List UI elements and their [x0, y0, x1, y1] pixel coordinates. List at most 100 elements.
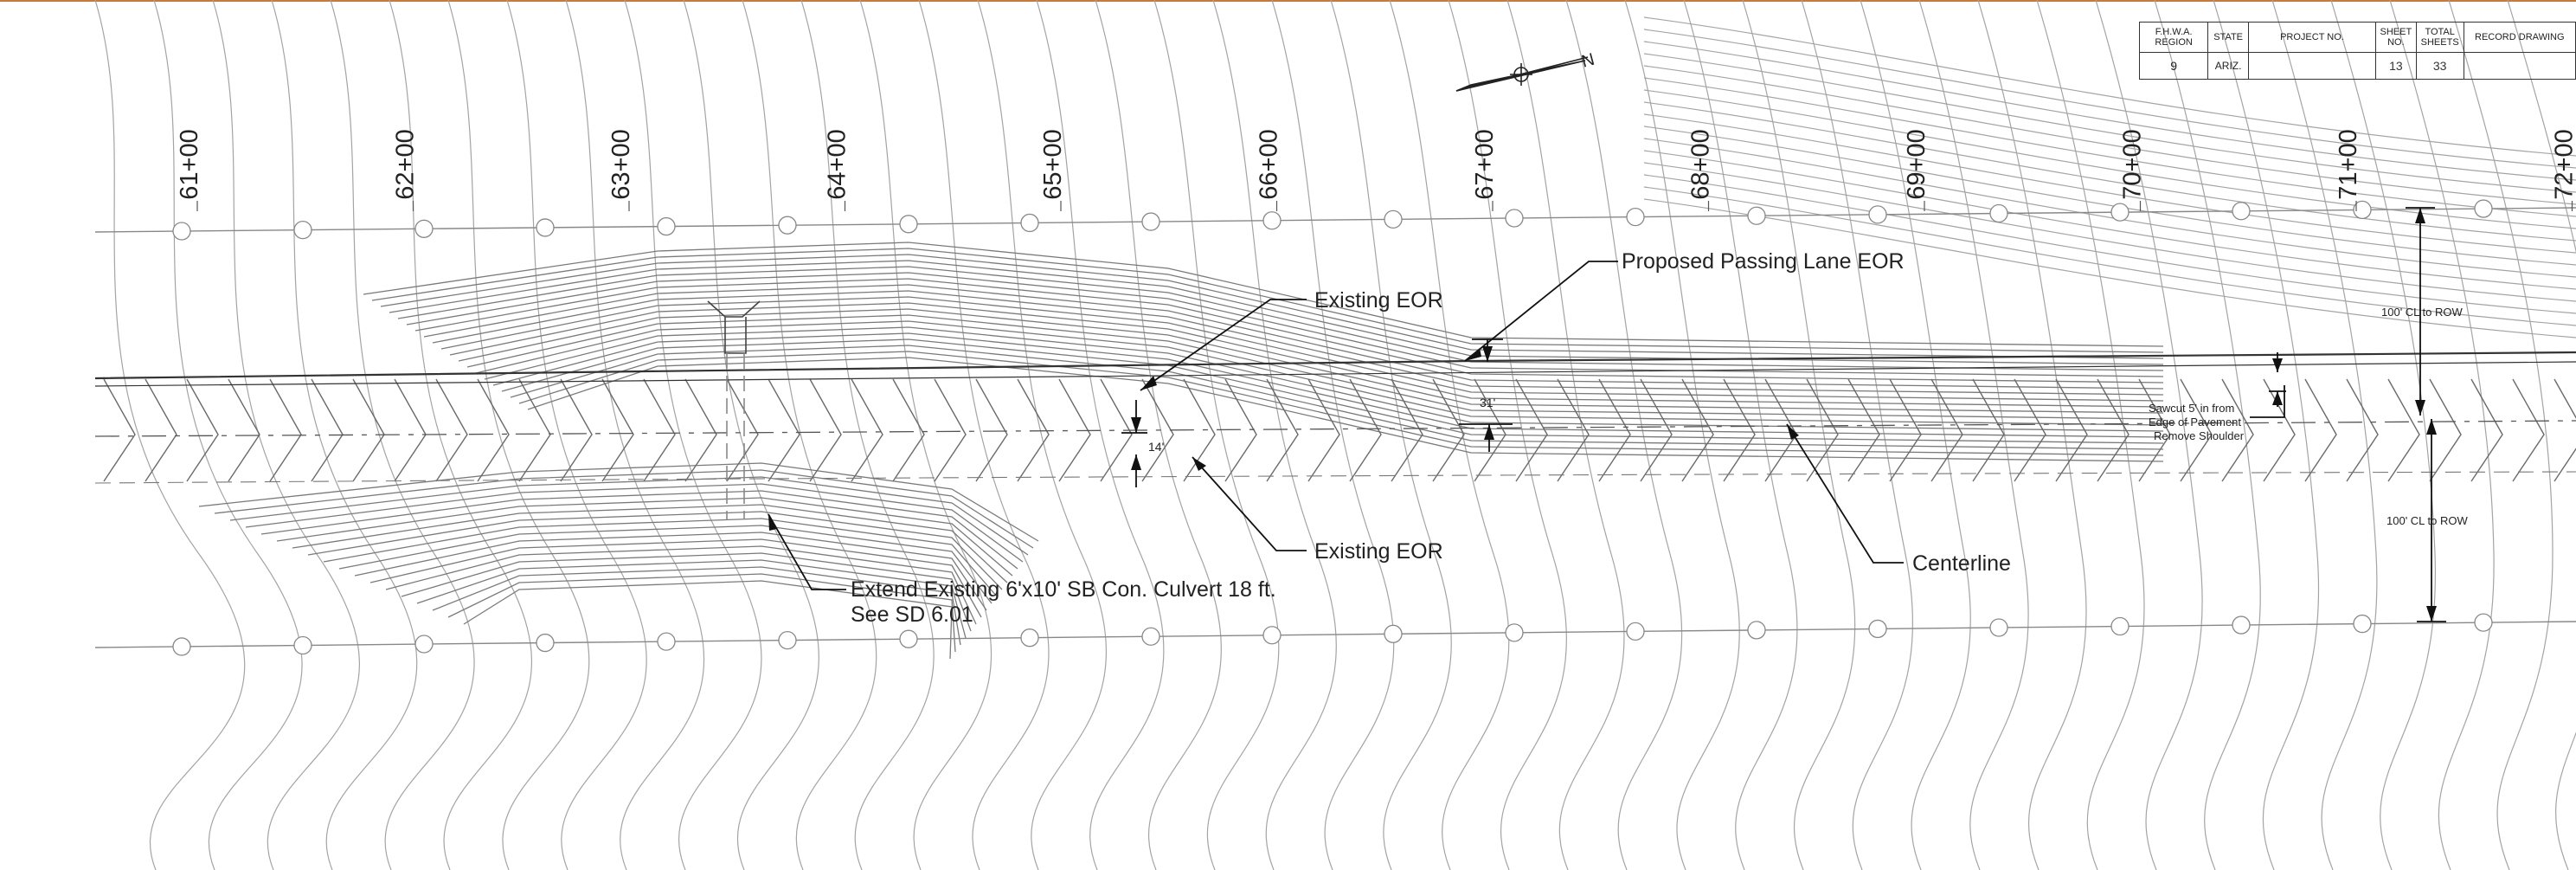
grading-line: [447, 573, 956, 653]
culvert-note-line2: See SD 6.01: [851, 603, 973, 627]
contour-line: [1095, 0, 1222, 870]
grading-line: [501, 338, 2164, 444]
row-marker-south: [1020, 628, 1039, 648]
grading-line: [432, 566, 961, 646]
contour-line: [2330, 0, 2436, 870]
chevron-mark: [2055, 378, 2088, 482]
row-marker-south: [1141, 627, 1160, 646]
chevron-mark: [2554, 378, 2576, 482]
row-marker-south: [657, 632, 676, 651]
title-block-header-sheet: SHEET NO.: [2374, 22, 2417, 53]
chevron-mark: [2304, 378, 2337, 482]
contour-line: [1683, 0, 1798, 870]
row-markers: [172, 199, 2493, 656]
chevron-mark: [1557, 378, 1590, 482]
contour-line: [2154, 0, 2261, 870]
row-line-south: [94, 621, 2576, 648]
north-label: N: [1579, 50, 1596, 72]
chevron-mark: [1723, 378, 1756, 482]
row-marker-south: [1626, 622, 1645, 641]
chevron-mark: [1058, 378, 1091, 482]
centerline: [94, 420, 2576, 437]
chevron-mark: [1432, 378, 1465, 482]
contour-line: [1643, 174, 2576, 314]
chevron-mark: [892, 378, 925, 482]
chevron-mark: [1847, 378, 1880, 482]
chevron-mark: [1640, 378, 1673, 482]
contour-line: [94, 0, 246, 870]
row-marker-south: [1868, 619, 1887, 639]
station-label: 65+00: [1039, 129, 1067, 199]
chevron-mark: [1889, 378, 1922, 482]
grading-line: [423, 284, 2164, 390]
chevron-mark: [2429, 378, 2462, 482]
contour-line: [1643, 162, 2576, 302]
header-region-text: F.H.W.A. REGION: [2155, 27, 2193, 48]
grading-line: [276, 497, 1013, 577]
chevron-mark: [518, 378, 551, 482]
contour-line: [1506, 0, 1625, 870]
grading-line: [307, 511, 1003, 590]
centerline-label: Centerline: [1912, 551, 2011, 576]
chevron-mark: [1307, 378, 1340, 482]
chevron-mark: [2387, 378, 2420, 482]
station-label: 70+00: [2119, 129, 2147, 199]
grading-line: [245, 483, 1024, 563]
chevron-mark: [2512, 378, 2545, 482]
row-marker-north: [1020, 213, 1039, 233]
title-block-project: [2247, 52, 2376, 80]
chevron-mark: [2263, 378, 2296, 482]
title-block-header-region: F.H.W.A. REGION: [2138, 22, 2209, 53]
contour-line: [742, 0, 877, 870]
chevron-mark: [311, 378, 344, 482]
row-marker-north: [2474, 199, 2493, 218]
chevron-mark: [809, 378, 842, 482]
chevron-mark: [477, 378, 510, 482]
contour-line: [800, 0, 935, 870]
grading-line: [198, 462, 1039, 542]
chevron-mark: [1972, 378, 2005, 482]
title-block-state: ARIZ.: [2207, 52, 2249, 80]
grading-line: [401, 552, 972, 632]
row-marker-south: [172, 637, 191, 656]
chevron-mark: [975, 378, 1008, 482]
grading-line: [463, 580, 953, 660]
chevron-mark: [103, 378, 136, 482]
row-marker-south: [414, 635, 434, 654]
title-block-header-project: PROJECT NO.: [2247, 22, 2376, 53]
contour-line: [977, 0, 1107, 870]
chevron-mark: [1141, 378, 1174, 482]
culvert-note-line1: Extend Existing 6'x10' SB Con. Culvert 1…: [851, 577, 1276, 602]
chevron-mark: [1017, 378, 1050, 482]
contour-line: [1643, 89, 2576, 229]
row-marker-south: [2474, 613, 2493, 632]
title-block: F.H.W.A. REGION STATE PROJECT NO. SHEET …: [2138, 22, 2576, 80]
row-marker-south: [1384, 624, 1403, 643]
row-marker-north: [657, 216, 676, 236]
contour-line: [859, 0, 992, 870]
chevron-mark: [394, 378, 427, 482]
chevron-mark: [1100, 378, 1133, 482]
row-marker-north: [899, 215, 918, 234]
title-block-header-total: TOTAL SHEETS: [2415, 22, 2464, 53]
contour-line: [2389, 0, 2495, 870]
grading-line: [397, 266, 2164, 371]
station-label: 63+00: [607, 129, 635, 199]
chevron-mark: [560, 378, 593, 482]
grading-line: [527, 357, 2164, 462]
grading-line: [369, 538, 982, 618]
chevron-mark: [2221, 378, 2254, 482]
title-block-sheet-no: 13: [2374, 52, 2417, 80]
chevron-mark: [2346, 378, 2379, 482]
grading-line: [475, 320, 2164, 426]
row-marker-north: [1989, 203, 2008, 223]
grading-line: [380, 254, 2164, 359]
station-label: 67+00: [1471, 129, 1499, 199]
chevron-mark: [2470, 378, 2503, 482]
chevron-mark: [186, 378, 219, 482]
grading-line: [440, 296, 2164, 402]
contour-line: [1624, 0, 1740, 870]
grading-line: [292, 504, 1008, 583]
